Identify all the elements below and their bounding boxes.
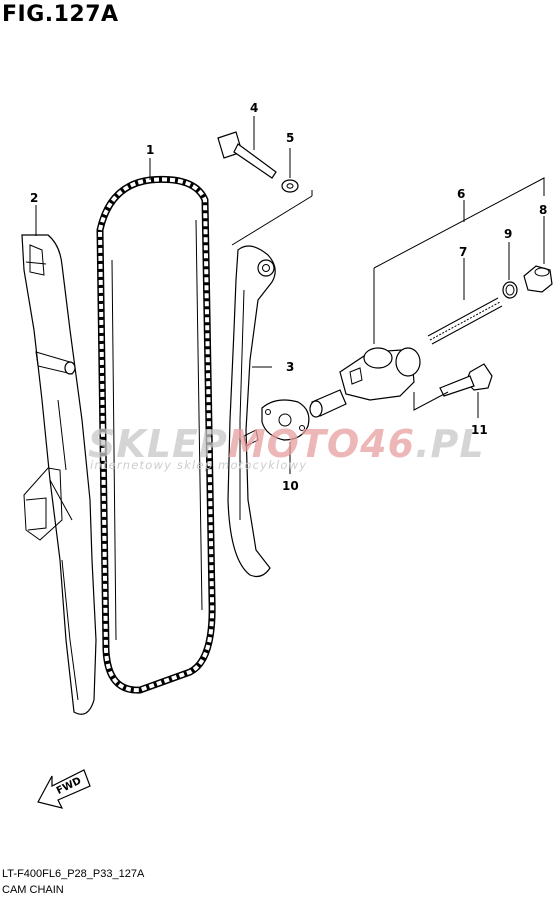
callout-4: 4 bbox=[250, 101, 258, 115]
callout-6: 6 bbox=[457, 187, 465, 201]
callout-10: 10 bbox=[282, 479, 299, 493]
callout-9: 9 bbox=[504, 227, 512, 241]
watermark-tagline: internetowy sklep motocyklowy bbox=[90, 458, 308, 472]
callout-11: 11 bbox=[471, 423, 488, 437]
tensioner-guide-part bbox=[21, 234, 97, 715]
figure-name: CAM CHAIN bbox=[2, 884, 64, 896]
leader-lines bbox=[35, 116, 545, 474]
bolt-4-part bbox=[217, 131, 277, 179]
callout-5: 5 bbox=[286, 131, 294, 145]
callout-8: 8 bbox=[539, 203, 547, 217]
washer-5-part bbox=[281, 179, 299, 193]
cap-bolt-8-part bbox=[523, 265, 553, 293]
bolt-11-part bbox=[439, 363, 493, 397]
chain-guide-part bbox=[227, 245, 276, 578]
fwd-arrow-icon: FWD bbox=[37, 769, 91, 809]
gasket-10-part bbox=[243, 399, 310, 447]
figure-title: FIG.127A bbox=[2, 2, 119, 27]
spring-7-part bbox=[427, 297, 503, 345]
figure-code: LT-F400FL6_P28_P33_127A bbox=[2, 868, 145, 880]
callout-2: 2 bbox=[30, 191, 38, 205]
watermark-logo-right: .PL bbox=[415, 422, 485, 466]
watermark-logo-accent: MOTO46 bbox=[227, 422, 416, 466]
callout-1: 1 bbox=[146, 143, 154, 157]
tensioner-adjuster-part bbox=[309, 347, 421, 418]
o-ring-9-part bbox=[502, 281, 518, 299]
watermark-logo-left: SKLEP bbox=[88, 422, 228, 466]
cam-chain-part bbox=[96, 175, 216, 694]
callout-7: 7 bbox=[459, 245, 467, 259]
callout-3: 3 bbox=[286, 360, 294, 374]
watermark-logo: SKLEPMOTO46.PL bbox=[88, 422, 485, 466]
